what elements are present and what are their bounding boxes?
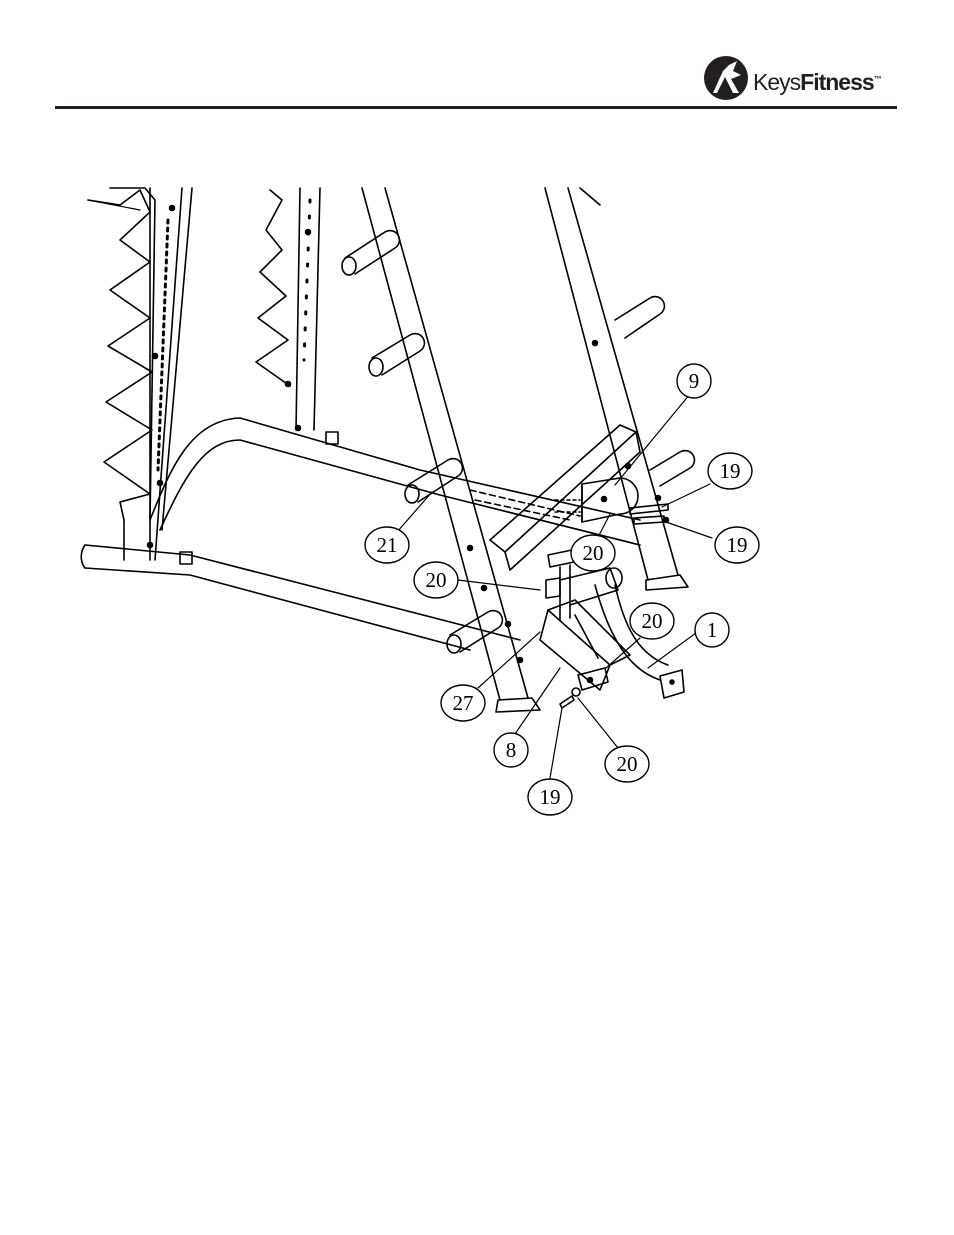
- bolt-19-lower: [560, 688, 580, 708]
- callout-20-right: 20: [630, 603, 674, 639]
- callout-1-label: 1: [707, 618, 718, 642]
- callout-27-label: 27: [453, 691, 474, 715]
- callout-19-middle-label: 19: [727, 533, 748, 557]
- callout-19-lower-label: 19: [540, 785, 561, 809]
- rear-base-frame: [150, 418, 640, 545]
- callout-20-upper: 20: [571, 535, 615, 571]
- callout-1: 1: [695, 613, 729, 647]
- callout-20-left: 20: [414, 562, 458, 598]
- callout-19-upper: 19: [708, 453, 752, 489]
- callout-19-upper-label: 19: [720, 459, 741, 483]
- inner-rack-column: [256, 188, 320, 431]
- callout-20-right-label: 20: [642, 609, 663, 633]
- callout-9-label: 9: [689, 369, 700, 393]
- callout-19-middle: 19: [715, 527, 759, 563]
- front-leg-right: [545, 188, 688, 590]
- callout-20-lower: 20: [605, 746, 649, 782]
- callouts: 9 19 19 20 21 20 20 1: [365, 364, 759, 815]
- callout-20-left-label: 20: [426, 568, 447, 592]
- front-leg-left: [362, 188, 540, 712]
- left-weight-rack: [88, 188, 192, 560]
- callout-19-lower: 19: [528, 779, 572, 815]
- callout-20-upper-label: 20: [583, 541, 604, 565]
- weight-horns: [342, 231, 694, 653]
- center-strut-assembly: [540, 550, 630, 690]
- callout-8: 8: [494, 733, 528, 767]
- callout-9: 9: [677, 364, 711, 398]
- bracket-9: [555, 478, 638, 522]
- callout-21-label: 21: [377, 533, 398, 557]
- leader-lines: [88, 200, 712, 778]
- callout-20-lower-label: 20: [617, 752, 638, 776]
- callout-21: 21: [365, 527, 409, 563]
- callout-27: 27: [441, 685, 485, 721]
- callout-8-label: 8: [506, 738, 517, 762]
